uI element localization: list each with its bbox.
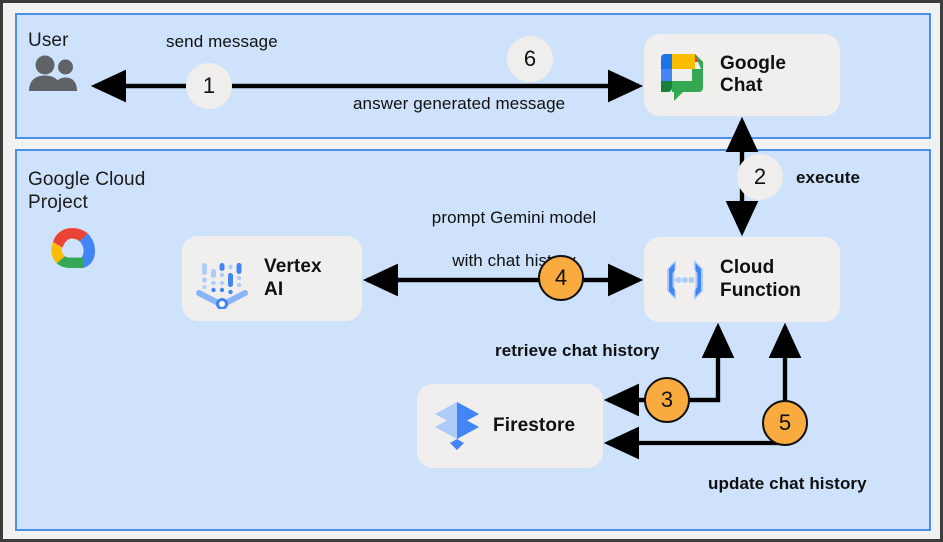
card-cloud-function-label: Cloud Function [720,257,802,301]
card-google-chat-label: Google Chat [720,52,787,96]
edge-label-answer-generated-message: answer generated message [353,94,566,113]
edge-label-execute: execute [796,168,861,187]
card-firestore-label: Firestore [493,414,576,436]
card-cloud-function[interactable]: Cloud Function [644,237,840,322]
edge-label-retrieve-chat-history: retrieve chat history [495,341,660,360]
card-firestore[interactable]: Firestore [417,384,603,468]
cloud-function-icon [656,251,714,309]
step-badge-4[interactable]: 4 [538,255,584,301]
edge-label-prompt-line2: with chat history [452,250,576,270]
step-badge-5[interactable]: 5 [762,400,808,446]
vertex-ai-icon [192,249,256,309]
google-cloud-logo [41,225,103,280]
panel-user-caption: User [28,30,69,51]
edge-label-prompt-gemini: prompt Gemini model with chat history [414,186,614,292]
step-badge-2[interactable]: 2 [737,154,783,200]
card-vertex-ai-label: Vertex AI [264,256,322,300]
edge-label-update-chat-history: update chat history [708,474,867,493]
card-vertex-ai[interactable]: Vertex AI [182,236,362,321]
panel-gcp-caption: Google Cloud Project [28,169,146,214]
step-badge-3[interactable]: 3 [644,377,690,423]
edge-label-prompt-line1: prompt Gemini model [431,208,597,228]
step-badge-1[interactable]: 1 [186,63,232,109]
firestore-icon [429,397,485,455]
card-google-chat[interactable]: Google Chat [644,34,840,116]
user-people-icon [27,55,81,98]
edge-label-send-message: send message [166,32,278,51]
step-badge-6[interactable]: 6 [507,36,553,82]
google-chat-icon [656,49,708,101]
